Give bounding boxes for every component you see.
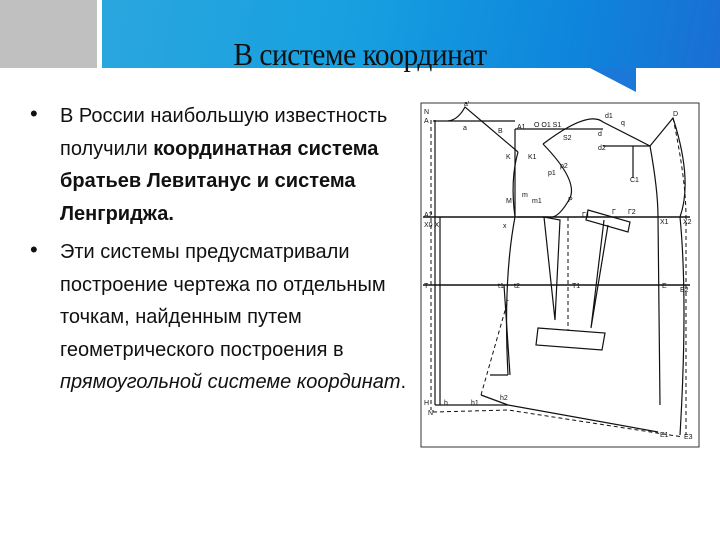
svg-text:p1: p1 bbox=[548, 170, 556, 177]
svg-text:d: d bbox=[598, 131, 602, 138]
svg-text:E: E bbox=[662, 283, 667, 290]
bullet-2-italic: прямоугольной системе координат bbox=[60, 371, 401, 393]
svg-text:T1: T1 bbox=[572, 283, 580, 290]
svg-text:d2: d2 bbox=[598, 145, 606, 152]
svg-text:h2: h2 bbox=[500, 395, 508, 402]
header-gray-block bbox=[0, 0, 97, 68]
svg-text:N': N' bbox=[428, 410, 434, 417]
svg-text:h: h bbox=[444, 400, 448, 407]
svg-text:D: D bbox=[673, 111, 678, 118]
header-blue-band bbox=[102, 0, 720, 68]
svg-text:B: B bbox=[498, 128, 503, 135]
bullet-1: • В России наибольшую известность получи… bbox=[30, 100, 410, 230]
svg-text:M: M bbox=[506, 198, 512, 205]
slide-title: В системе координат bbox=[233, 36, 487, 72]
header-band-tail bbox=[590, 68, 636, 92]
svg-text:X1: X1 bbox=[660, 219, 669, 226]
svg-text:t2: t2 bbox=[514, 283, 520, 290]
svg-text:d1: d1 bbox=[605, 113, 613, 120]
svg-text:X0 X: X0 X bbox=[424, 222, 440, 229]
svg-text:A1: A1 bbox=[517, 124, 526, 131]
svg-text:a': a' bbox=[464, 101, 469, 108]
bullet-dot: • bbox=[30, 237, 38, 262]
svg-text:C1: C1 bbox=[630, 177, 639, 184]
svg-text:m: m bbox=[522, 192, 528, 199]
bullet-2-tail: . bbox=[400, 371, 407, 393]
svg-text:K: K bbox=[506, 154, 511, 161]
svg-text:P: P bbox=[568, 197, 573, 204]
pattern-lines bbox=[423, 106, 690, 436]
svg-text:h1: h1 bbox=[471, 400, 479, 407]
svg-text:X2: X2 bbox=[683, 219, 692, 226]
svg-text:Г: Г bbox=[612, 209, 616, 216]
svg-text:E3: E3 bbox=[684, 434, 693, 441]
svg-text:E2: E2 bbox=[680, 287, 689, 294]
bullet-1-bold: координатная система братьев Левитанус и… bbox=[60, 137, 379, 225]
bullet-dot: • bbox=[30, 101, 38, 126]
svg-text:q: q bbox=[621, 120, 625, 127]
svg-text:x: x bbox=[503, 223, 507, 230]
svg-text:S2: S2 bbox=[563, 135, 572, 142]
svg-text:Г2: Г2 bbox=[628, 209, 636, 216]
svg-text:T: T bbox=[424, 283, 429, 290]
svg-text:N: N bbox=[424, 109, 429, 116]
svg-text:H: H bbox=[424, 400, 429, 407]
svg-text:m1: m1 bbox=[532, 198, 542, 205]
svg-text:a: a bbox=[463, 125, 467, 132]
bullet-1-lead: В России наибольшую известность получили bbox=[60, 105, 388, 160]
bullet-2-lead: Эти системы предусматривали построение ч… bbox=[60, 241, 386, 361]
body-text: • В России наибольшую известность получи… bbox=[30, 100, 410, 399]
svg-text:t1: t1 bbox=[498, 283, 504, 290]
svg-text:O O1 S1: O O1 S1 bbox=[534, 122, 561, 129]
svg-text:A2: A2 bbox=[424, 212, 433, 219]
svg-text:E1: E1 bbox=[660, 432, 669, 439]
svg-text:K1: K1 bbox=[528, 154, 537, 161]
svg-text:p2: p2 bbox=[560, 163, 568, 170]
bullet-2: • Эти системы предусматривали построение… bbox=[30, 236, 410, 399]
svg-text:A: A bbox=[424, 118, 429, 125]
svg-text:Г1: Г1 bbox=[582, 212, 590, 219]
pattern-dashed-lines bbox=[430, 117, 687, 438]
